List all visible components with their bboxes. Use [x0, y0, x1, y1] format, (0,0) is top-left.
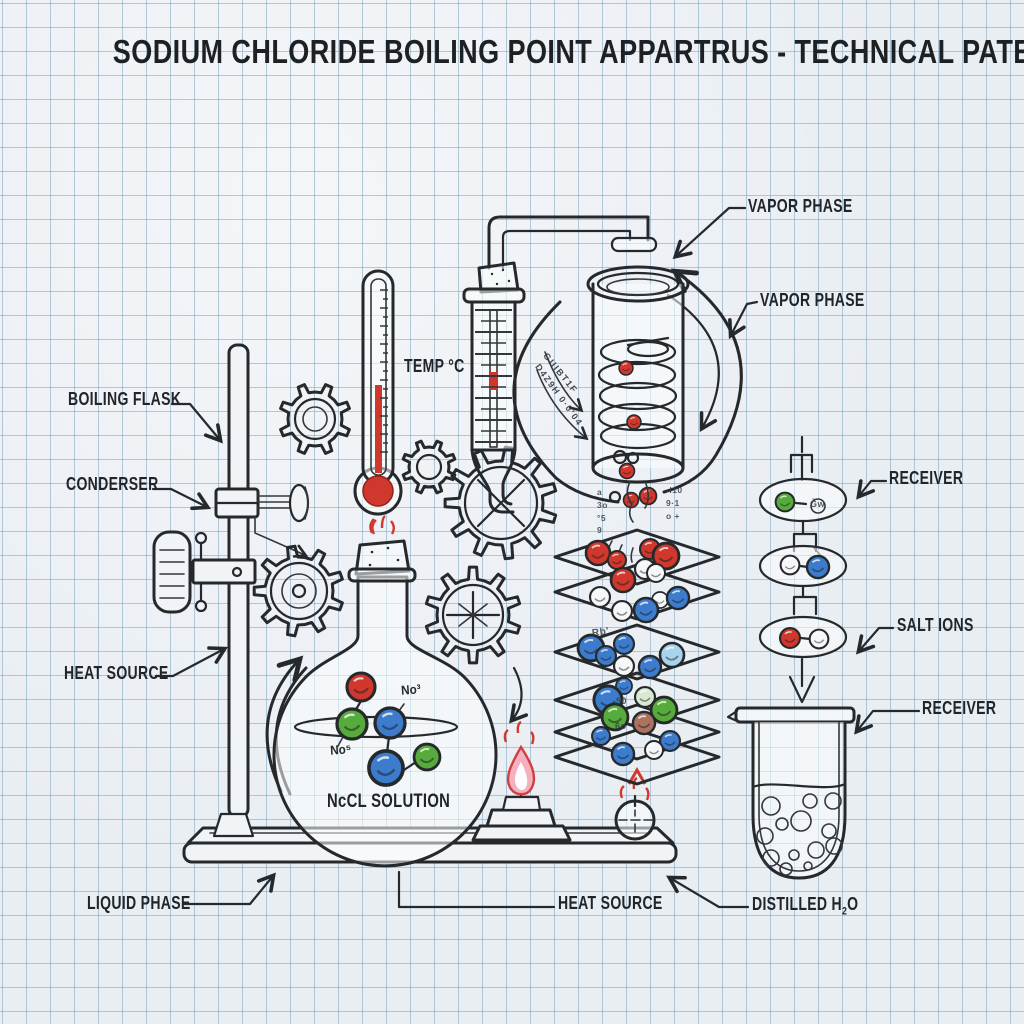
- cylinder-rim: [586, 265, 690, 303]
- swirl-arc-left: [512, 300, 620, 504]
- gear-left-of-flask: [252, 544, 344, 638]
- label-heat-source-bottom: HEAT SOURCE: [558, 893, 663, 913]
- column-ticks: [475, 309, 512, 443]
- molecule-green-right: [412, 742, 442, 772]
- lattice-planes: [553, 528, 721, 786]
- molecule-blue-center: [373, 706, 407, 740]
- clamp-screw-knob: [288, 483, 310, 523]
- label-salt-ions: SALT IONS: [897, 615, 974, 635]
- column-flange: [462, 287, 526, 304]
- gear-right-of-flask: [424, 565, 522, 665]
- leader-lines: [151, 206, 921, 909]
- pipe-outlet-lip: [610, 236, 658, 253]
- label-temp-c: TEMP °C: [404, 356, 465, 376]
- flask-collar: [347, 567, 417, 583]
- label-vapor-phase-right: VAPOR PHASE: [760, 290, 865, 310]
- label-receiver-bottom: RECEIVER: [922, 698, 997, 718]
- receiver-liquid-level: [751, 782, 847, 789]
- thermometer-column: [375, 385, 382, 473]
- label-ion-no3: No³: [400, 681, 422, 698]
- label-vapor-phase-top: VAPOR PHASE: [748, 196, 853, 216]
- gear-top-left: [279, 383, 351, 455]
- clamp-bracket: [191, 558, 257, 585]
- red-chevron: [627, 766, 647, 785]
- column-red-mark: [490, 372, 497, 390]
- scribble-pair-note: G̃w: [810, 499, 826, 509]
- label-ion-no5: No⁵: [329, 741, 352, 758]
- label-receiver-top: RECEIVER: [889, 468, 964, 488]
- condenser-cylinder: [512, 265, 743, 523]
- condenser-column: [462, 215, 658, 514]
- steam-marks: [371, 519, 377, 535]
- thermometer-ticks: [380, 289, 388, 453]
- label-liquid-phase: LIQUID PHASE: [87, 893, 191, 913]
- molecule-blue-bottom: [367, 749, 405, 787]
- scribble-plane-note-1: Rb': [591, 625, 610, 640]
- vapor-pipe: [487, 215, 650, 270]
- ion-pair-3: [758, 615, 848, 659]
- rod-foot: [212, 812, 255, 838]
- label-boiling-flask: BOILING FLASK: [68, 389, 182, 409]
- gear-small-middle: [401, 439, 457, 495]
- receiver-bubbles: [756, 792, 843, 876]
- swirl-arc-right-outer: [662, 268, 743, 494]
- thermometer: [353, 269, 403, 535]
- ion-pair-column: [758, 435, 848, 704]
- label-heat-source-left: HEAT SOURCE: [64, 663, 169, 683]
- cooling-coil: [597, 336, 678, 450]
- swirl-arc-right-inner: [666, 293, 720, 432]
- burner: [471, 666, 572, 842]
- molecule-red: [345, 671, 377, 703]
- label-nccl-solution: NcCL SOLUTION: [327, 791, 451, 812]
- condenser-clamp: [214, 483, 310, 558]
- thermometer-bulb: [362, 475, 394, 507]
- page-title: SODIUM CHLORIDE BOILING POINT APPARTRUS …: [112, 33, 1024, 70]
- boiling-flask: [265, 519, 498, 868]
- receiver-spout: [726, 709, 739, 723]
- label-distilled-h2o: DISTILLED H2O: [752, 894, 859, 918]
- gear-below-column: [443, 445, 558, 561]
- receiver-vessel: [726, 706, 856, 880]
- scribble-plane-note-3: 6o: [615, 721, 627, 731]
- receiver-rim: [734, 706, 856, 724]
- column-funnel: [470, 448, 515, 514]
- crosshair-port: [614, 766, 656, 841]
- scribble-plane-note-2: 50: [616, 696, 628, 706]
- ion-pair-1: [758, 477, 848, 523]
- gears: [252, 383, 558, 665]
- knurled-knob-assembly: [152, 530, 257, 614]
- scribble-drop-notes-left: a 3o °5 9: [597, 487, 608, 536]
- molecule-green-left: [335, 707, 369, 741]
- scribble-drop-notes-right: -l10 9·1 o +: [666, 485, 683, 521]
- label-condenser: CONDERSER: [66, 474, 159, 494]
